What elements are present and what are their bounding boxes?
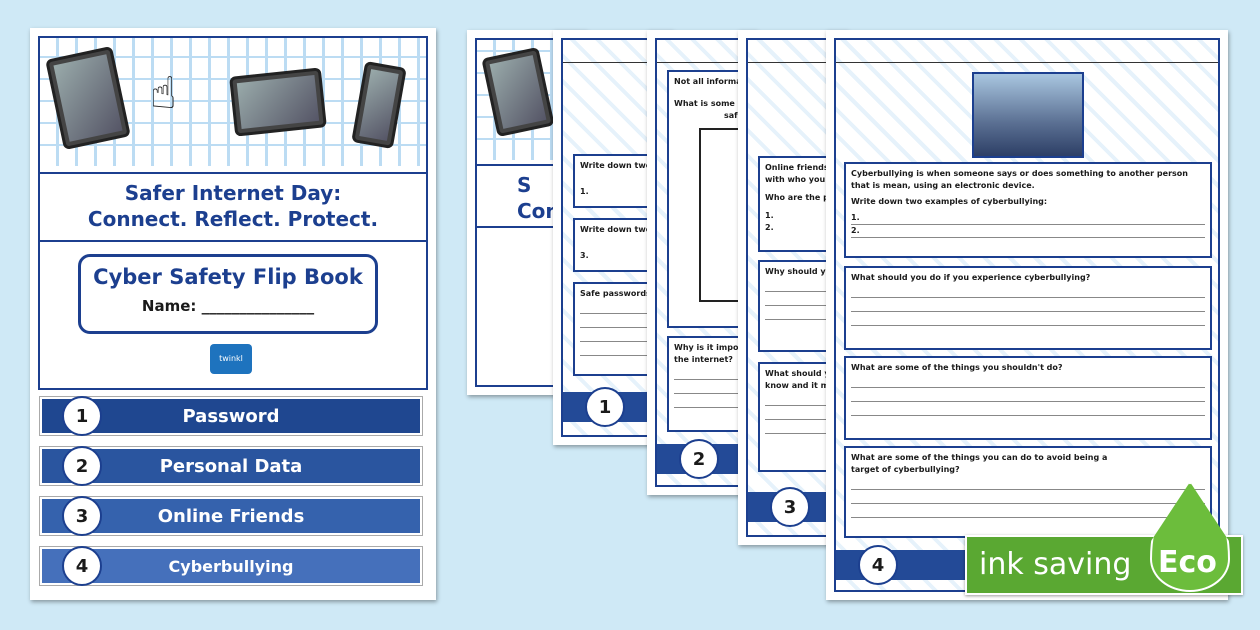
tab-personal-data[interactable]: 2 Personal Data (39, 446, 423, 486)
tab-label: Personal Data (159, 455, 303, 477)
question-box: What are some of the things you shouldn'… (844, 356, 1212, 440)
question-text: What should y know and it m (765, 369, 830, 390)
question-text: Why should y (765, 267, 826, 276)
question-text: Write down two (580, 161, 652, 170)
cyberbullying-photo (972, 72, 1084, 158)
question-text: Why is it impor the internet? (674, 343, 743, 364)
page-number: 2 (679, 439, 719, 479)
question-text: Write down two (580, 225, 652, 234)
flip-book-label: Cyber Safety Flip Book Name: ___________… (78, 254, 378, 334)
tablet-icon (45, 45, 131, 151)
drawing-box[interactable] (699, 128, 747, 302)
cover-title: Safer Internet Day: Connect. Reflect. Pr… (40, 172, 426, 242)
question-box: Cyberbullying is when someone says or do… (844, 162, 1212, 258)
tab-online-friends[interactable]: 3 Online Friends (39, 496, 423, 536)
tab-label: Password (182, 405, 280, 427)
page-number: 1 (585, 387, 625, 427)
cover-page: ☝ Safer Internet Day: Connect. Reflect. … (30, 28, 436, 600)
question-box: What should you do if you experience cyb… (844, 266, 1212, 350)
tab-number: 4 (62, 546, 102, 586)
ink-saving-label: ink saving (979, 547, 1132, 582)
tab-cyberbullying[interactable]: 4 Cyberbullying (39, 546, 423, 586)
phone-icon (351, 60, 407, 150)
page-number: 4 (858, 545, 898, 585)
book-title: Cyber Safety Flip Book (93, 265, 363, 289)
question-text: Safe passwords (580, 289, 651, 298)
page-number: 3 (770, 487, 810, 527)
question-text: What should you do if you experience cyb… (851, 273, 1091, 282)
twinkl-logo: twinkl (210, 344, 252, 374)
title-line-1: Safer Internet Day: (124, 181, 342, 205)
tab-label: Online Friends (157, 505, 305, 527)
question-box: Why should y (758, 260, 838, 352)
question-text: What are some of the things you shouldn'… (851, 363, 1063, 372)
answer-line[interactable]: 1. (765, 211, 774, 220)
answer-line[interactable]: 3. (580, 251, 589, 260)
answer-line[interactable]: 2. (851, 225, 1205, 238)
tab-number: 3 (62, 496, 102, 536)
intro-text: Online friends with who you (765, 163, 829, 184)
question-text-cont: safe (724, 111, 744, 120)
eco-label: Eco (1158, 545, 1217, 580)
tab-number: 1 (62, 396, 102, 436)
laptop-icon (229, 67, 327, 137)
page-cyberbullying: Cyberbullying is when someone says or do… (826, 30, 1228, 600)
name-field[interactable]: Name: _______________ (141, 297, 315, 315)
devices-illustration: ☝ (40, 38, 426, 166)
question-text: What are some of the things you can do t… (851, 453, 1108, 474)
tab-label: Cyberbullying (168, 556, 294, 576)
tablet-icon (481, 46, 555, 138)
definition-text: Cyberbullying is when someone says or do… (851, 169, 1188, 190)
question-text: What is some p (674, 99, 744, 108)
question-box: Why is it impor the internet? (667, 336, 747, 432)
answer-line[interactable]: 2. (765, 223, 774, 232)
tab-password[interactable]: 1 Password (39, 396, 423, 436)
question-text: Who are the p (765, 193, 829, 202)
question-text: Write down two examples of cyberbullying… (851, 197, 1048, 206)
intro-text: Not all informa (674, 77, 742, 86)
answer-line[interactable]: 1. (580, 187, 589, 196)
pointer-hand-icon: ☝ (150, 68, 177, 119)
question-box: What should y know and it m (758, 362, 838, 472)
cover-inner: ☝ Safer Internet Day: Connect. Reflect. … (38, 36, 428, 390)
title-line-2: Connect. Reflect. Protect. (87, 207, 379, 231)
tab-number: 2 (62, 446, 102, 486)
answer-line[interactable]: 1. (851, 212, 1205, 225)
question-box: What are some of the things you can do t… (844, 446, 1212, 538)
